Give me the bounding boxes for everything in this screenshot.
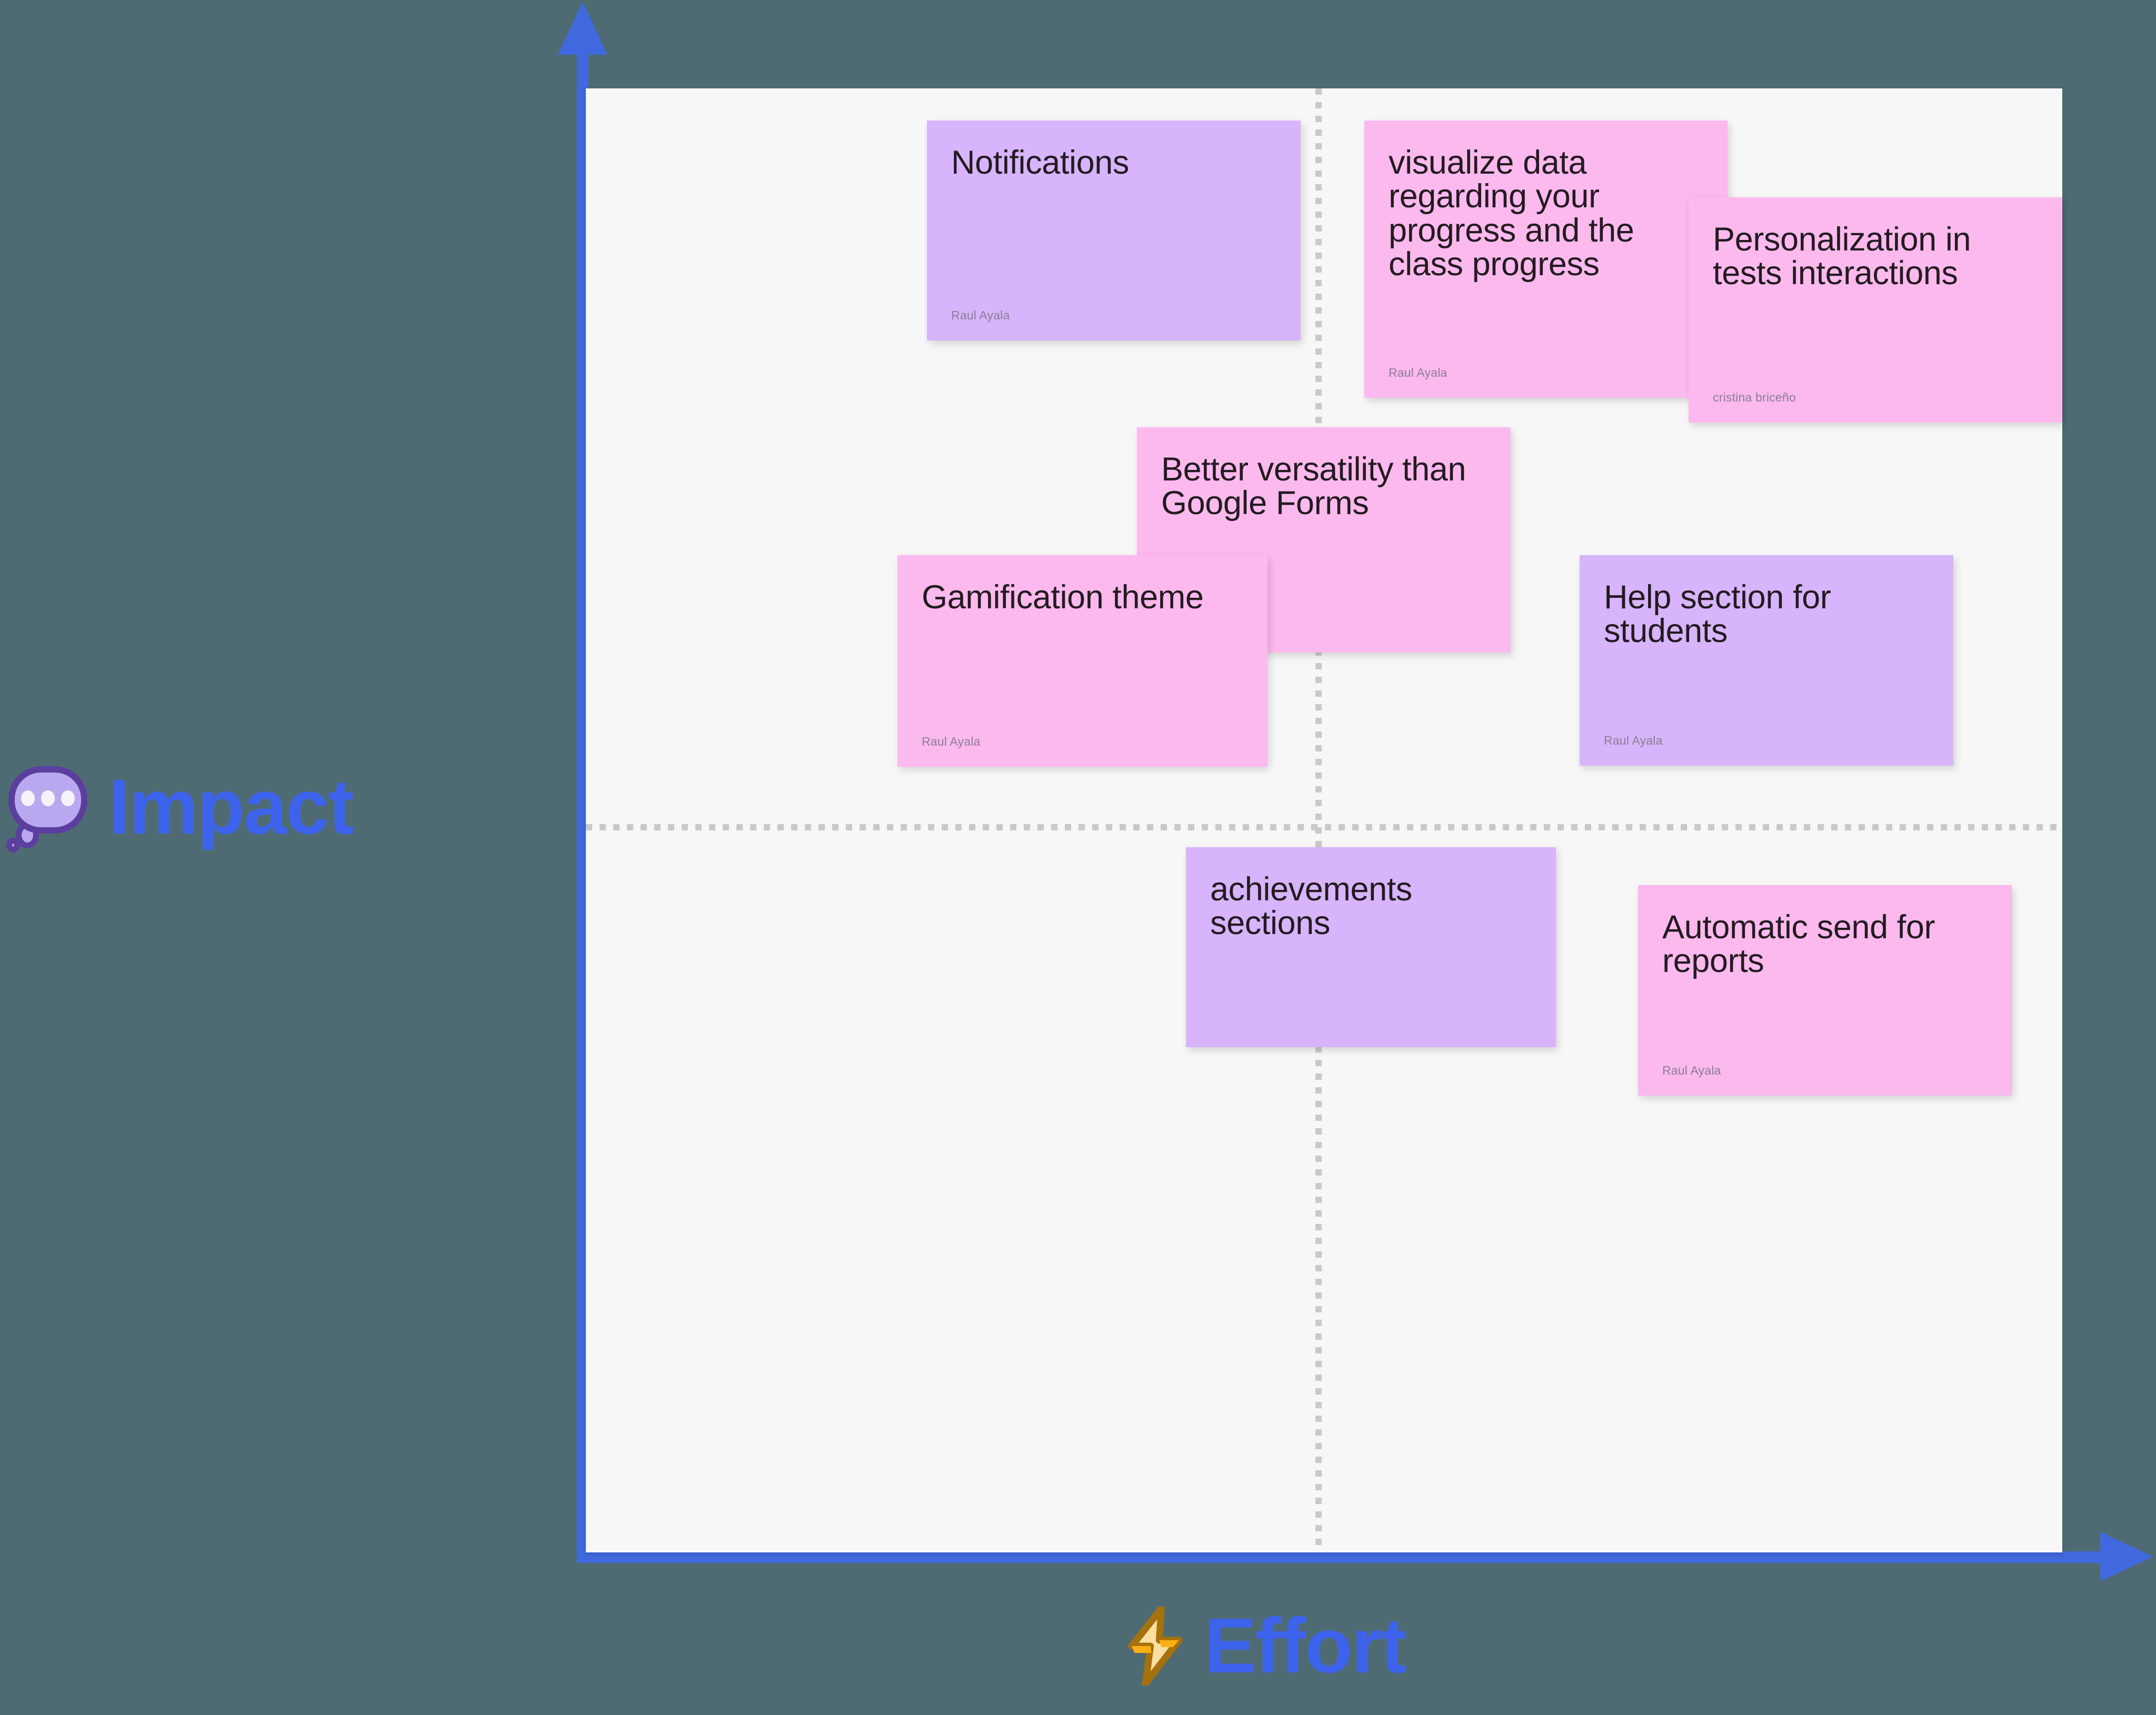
sticky-note-automatic-send[interactable]: Automatic send for reports Raul Ayala <box>1638 885 2012 1096</box>
sticky-note-author: Raul Ayala <box>1604 734 1663 747</box>
lightning-bolt-icon <box>1121 1607 1190 1686</box>
sticky-note-text: Gamification theme <box>922 579 1204 616</box>
sticky-note-author: Raul Ayala <box>1662 1064 1721 1077</box>
sticky-note-text: Help section for students <box>1604 579 1831 650</box>
sticky-note-text: visualize data regarding your progress a… <box>1389 144 1634 283</box>
x-axis-label: Effort <box>1121 1601 1407 1691</box>
quadrant-divider-vertical <box>1315 88 1322 1552</box>
sticky-note-text: achievements sections <box>1210 871 1412 942</box>
sticky-note-author: cristina briceño <box>1713 390 1796 404</box>
x-axis-label-text: Effort <box>1204 1602 1407 1689</box>
thought-balloon-icon <box>5 763 94 853</box>
sticky-note-visualize-data[interactable]: visualize data regarding your progress a… <box>1364 121 1728 398</box>
sticky-note-author: Raul Ayala <box>922 735 981 748</box>
sticky-note-text: Automatic send for reports <box>1662 909 1935 980</box>
y-axis-label-text: Impact <box>108 764 354 850</box>
y-axis-label: Impact <box>5 763 354 853</box>
sticky-note-notifications[interactable]: Notifications Raul Ayala <box>927 121 1301 340</box>
sticky-note-achievements[interactable]: achievements sections <box>1186 847 1556 1047</box>
sticky-note-help-section[interactable]: Help section for students Raul Ayala <box>1580 555 1953 766</box>
sticky-note-text: Better versatility than Google Forms <box>1161 451 1466 522</box>
sticky-note-personalization[interactable]: Personalization in tests interactions cr… <box>1689 197 2062 423</box>
sticky-note-author: Raul Ayala <box>951 308 1010 322</box>
x-axis-arrow-icon <box>2100 1532 2153 1581</box>
sticky-note-text: Notifications <box>951 144 1129 181</box>
y-axis-line <box>577 53 588 1563</box>
sticky-note-author: Raul Ayala <box>1389 366 1448 379</box>
sticky-note-gamification[interactable]: Gamification theme Raul Ayala <box>897 555 1267 767</box>
x-axis-line <box>577 1551 2109 1563</box>
sticky-note-text: Personalization in tests interactions <box>1713 221 1971 292</box>
y-axis-arrow-icon <box>558 2 607 55</box>
quadrant-divider-horizontal <box>586 824 2062 830</box>
